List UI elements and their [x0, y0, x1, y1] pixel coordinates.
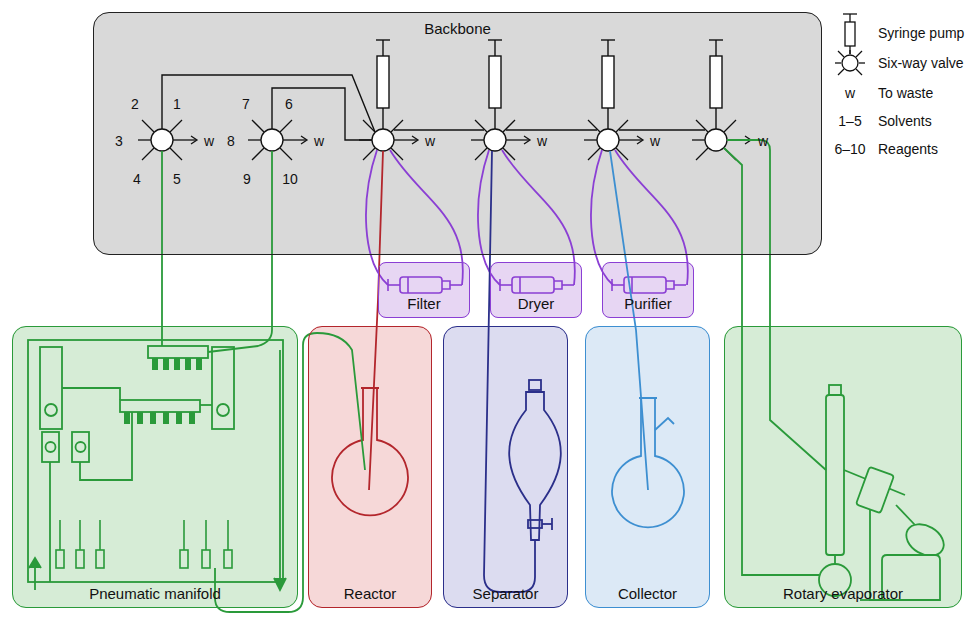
module-box: Dryer	[490, 262, 582, 318]
tubing-line	[215, 333, 365, 612]
tubing-line	[369, 151, 383, 490]
regulator	[180, 550, 188, 568]
station-panel: Reactor	[308, 326, 432, 608]
regulator	[96, 550, 104, 568]
regulator	[76, 550, 84, 568]
node-label: Dryer	[491, 295, 581, 312]
tube	[124, 412, 130, 424]
regulator	[224, 550, 232, 568]
tube	[196, 358, 202, 370]
region-fill	[12, 326, 298, 608]
region-fill	[724, 326, 962, 608]
tube	[163, 412, 169, 424]
tubing-line	[484, 151, 535, 592]
port-number: 7	[242, 97, 250, 111]
node-label: Rotary evaporator	[725, 585, 961, 602]
port-number: 3	[115, 134, 123, 148]
tube	[183, 520, 185, 550]
backbone-panel: Backbone	[93, 12, 822, 255]
port-number: 5	[173, 172, 181, 186]
region-fill	[443, 326, 568, 608]
legend-key: 1–5	[838, 114, 861, 128]
waste-mark: w	[425, 134, 435, 148]
node-label: Separator	[444, 585, 567, 602]
legend-text: Reagents	[878, 142, 938, 156]
port-number: 4	[133, 172, 141, 186]
tube	[176, 412, 182, 424]
tubing-line	[610, 151, 648, 490]
port-number: 8	[227, 134, 235, 148]
waste-mark: w	[758, 134, 768, 148]
port-number: 9	[243, 172, 251, 186]
tubing-line	[208, 151, 272, 352]
legend-text: Six-way valve	[878, 56, 964, 70]
module-box: Filter	[378, 262, 470, 318]
waste-mark: w	[314, 134, 324, 148]
station-panel: Pneumatic manifold	[12, 326, 298, 608]
waste-mark: w	[650, 134, 660, 148]
node-label: Reactor	[309, 585, 431, 602]
tubing-line	[161, 151, 163, 346]
port-number: 1	[173, 97, 181, 111]
tube	[189, 412, 195, 424]
waste-mark: w	[537, 134, 547, 148]
node-label: Purifier	[603, 295, 693, 312]
region-fill	[602, 262, 694, 318]
regulator	[202, 550, 210, 568]
tube	[79, 520, 81, 550]
port-number: 10	[282, 172, 298, 186]
region-fill	[93, 12, 822, 255]
station-panel: Rotary evaporator	[724, 326, 962, 608]
tube	[137, 412, 143, 424]
tube	[99, 520, 101, 550]
module-box: Purifier	[602, 262, 694, 318]
node-label: Backbone	[94, 20, 821, 37]
tube	[150, 412, 156, 424]
port-number: 2	[131, 97, 139, 111]
tube	[185, 358, 191, 370]
station-panel: Separator	[443, 326, 568, 608]
tube	[163, 358, 169, 370]
regulator	[56, 550, 64, 568]
port-number: 6	[285, 97, 293, 111]
legend-text: Syringe pump	[878, 26, 964, 40]
region-fill	[585, 326, 710, 608]
region-fill	[490, 262, 582, 318]
legend-text: Solvents	[878, 114, 932, 128]
tube	[174, 358, 180, 370]
tube	[152, 358, 158, 370]
region-fill	[378, 262, 470, 318]
tube	[59, 520, 61, 550]
tube	[227, 520, 229, 550]
waste-mark: w	[845, 86, 855, 100]
station-panel: Collector	[585, 326, 710, 608]
legend-key: 6–10	[834, 142, 865, 156]
waste-mark: w	[204, 134, 214, 148]
legend-text: To waste	[878, 86, 933, 100]
tube	[205, 520, 207, 550]
node-label: Filter	[379, 295, 469, 312]
tubing-line	[591, 150, 688, 285]
node-label: Collector	[586, 585, 709, 602]
node-label: Pneumatic manifold	[13, 585, 297, 602]
tubing-line	[724, 140, 826, 575]
